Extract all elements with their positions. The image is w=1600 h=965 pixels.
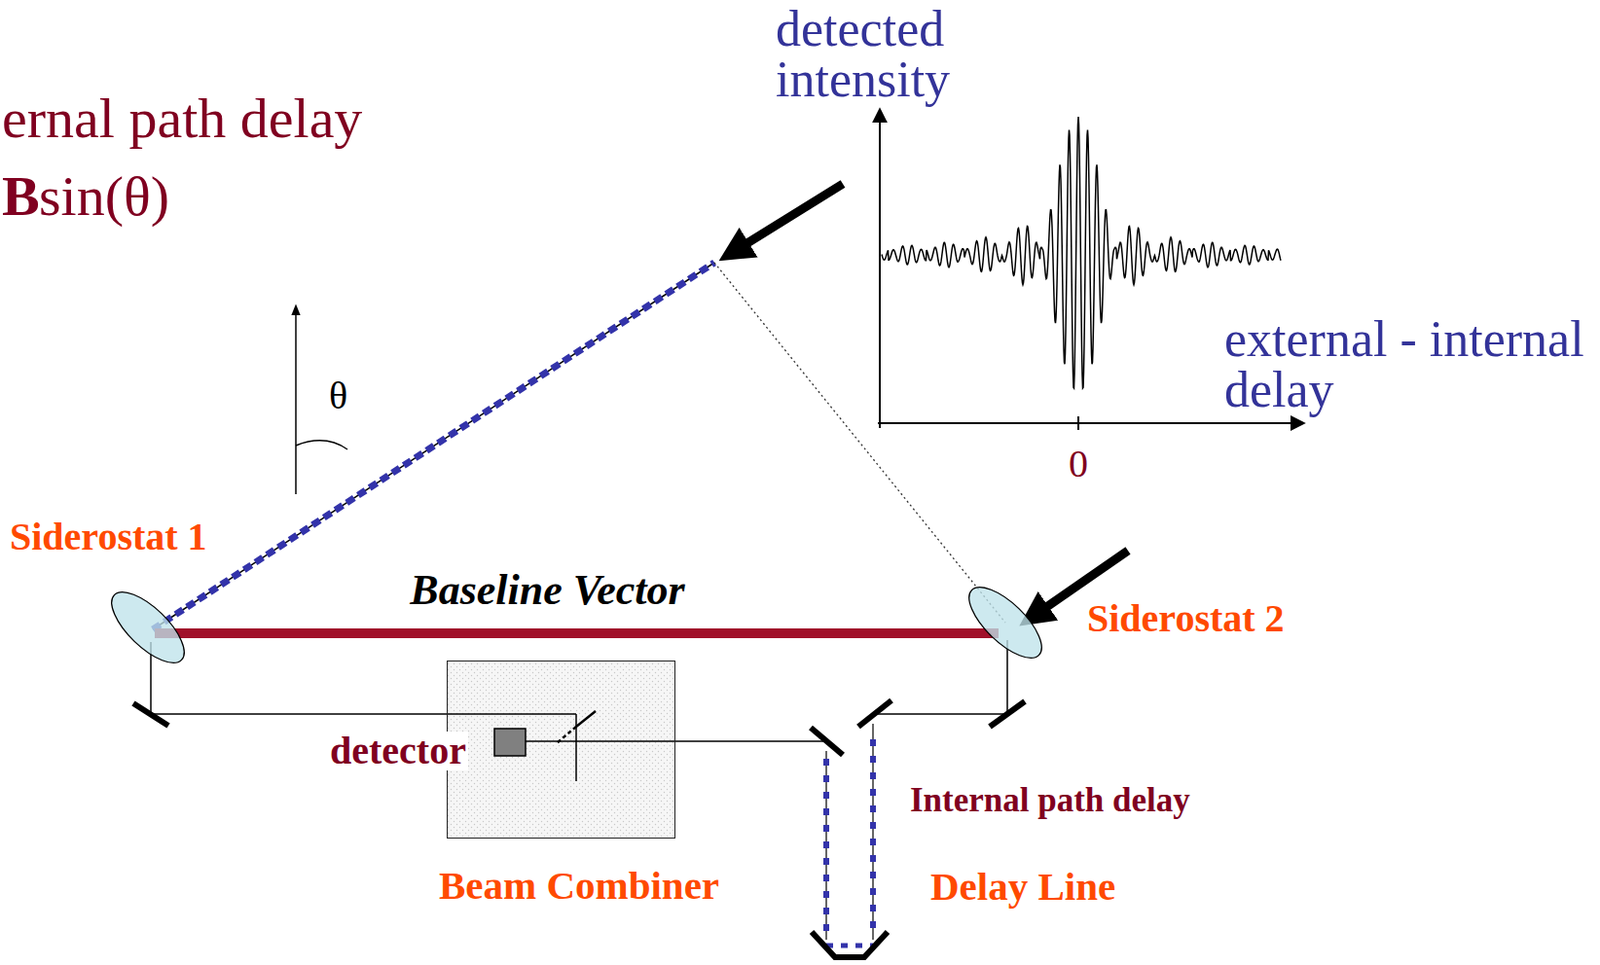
delay-label: Internal path delay (909, 783, 1191, 818)
angle-label: θ (328, 376, 348, 416)
siderostat: Siderostat 2 (998, 626, 1013, 641)
axis-tick-label: 0 (1068, 444, 1089, 484)
internal-delay-path (826, 944, 873, 949)
mirror (858, 700, 892, 728)
siderostat-mirror (141, 626, 155, 641)
x-axis (877, 422, 1294, 425)
siderostat-mirror (998, 626, 1013, 641)
delay-beam (872, 724, 873, 941)
combiner-fill (446, 660, 676, 839)
beam-line (575, 714, 578, 782)
axis-title: external - internal delay (1224, 314, 1595, 416)
beam-line (1006, 640, 1009, 715)
detector-symbol (494, 728, 526, 757)
beam-line (150, 713, 577, 716)
equation-text: ernal path delay (1, 90, 363, 147)
beam-combiner-box: detectorBeam Combiner (446, 660, 676, 839)
beam-line (525, 740, 827, 743)
internal-delay-path (870, 739, 876, 937)
beam-splitter (576, 711, 596, 728)
axis-title: detected intensity (775, 3, 971, 106)
internal-delay-path (823, 759, 830, 937)
delay-beam (825, 751, 827, 941)
zenith-arrow (294, 313, 297, 495)
fringe-curve (881, 116, 1281, 389)
siderostat-label: Siderostat 2 (1087, 599, 1285, 639)
y-axis (878, 119, 881, 429)
siderostat-mirror (101, 581, 196, 674)
siderostat: Siderostat 1 (141, 626, 155, 641)
baseline-vector (154, 628, 999, 639)
detector-label: detector (327, 731, 469, 771)
siderostat-label: Siderostat 1 (9, 517, 208, 557)
beam-line (872, 713, 1008, 716)
angle-arc (295, 440, 348, 450)
axis-tick (1077, 416, 1080, 431)
beam-line (152, 262, 715, 630)
wavefront-line (714, 262, 1006, 623)
retroreflector (811, 932, 888, 958)
combiner-label: Beam Combiner (438, 866, 720, 907)
starlight-arrow (742, 183, 843, 247)
external-delay-path (152, 262, 715, 630)
beam-splitter (556, 727, 577, 744)
equation-text: sin(θ) (38, 168, 170, 225)
baseline-label: Baseline Vector (409, 569, 685, 613)
siderostat-mirror (958, 576, 1054, 669)
delay-line-label: Delay Line (930, 867, 1116, 908)
equation-symbol: B (1, 168, 40, 225)
